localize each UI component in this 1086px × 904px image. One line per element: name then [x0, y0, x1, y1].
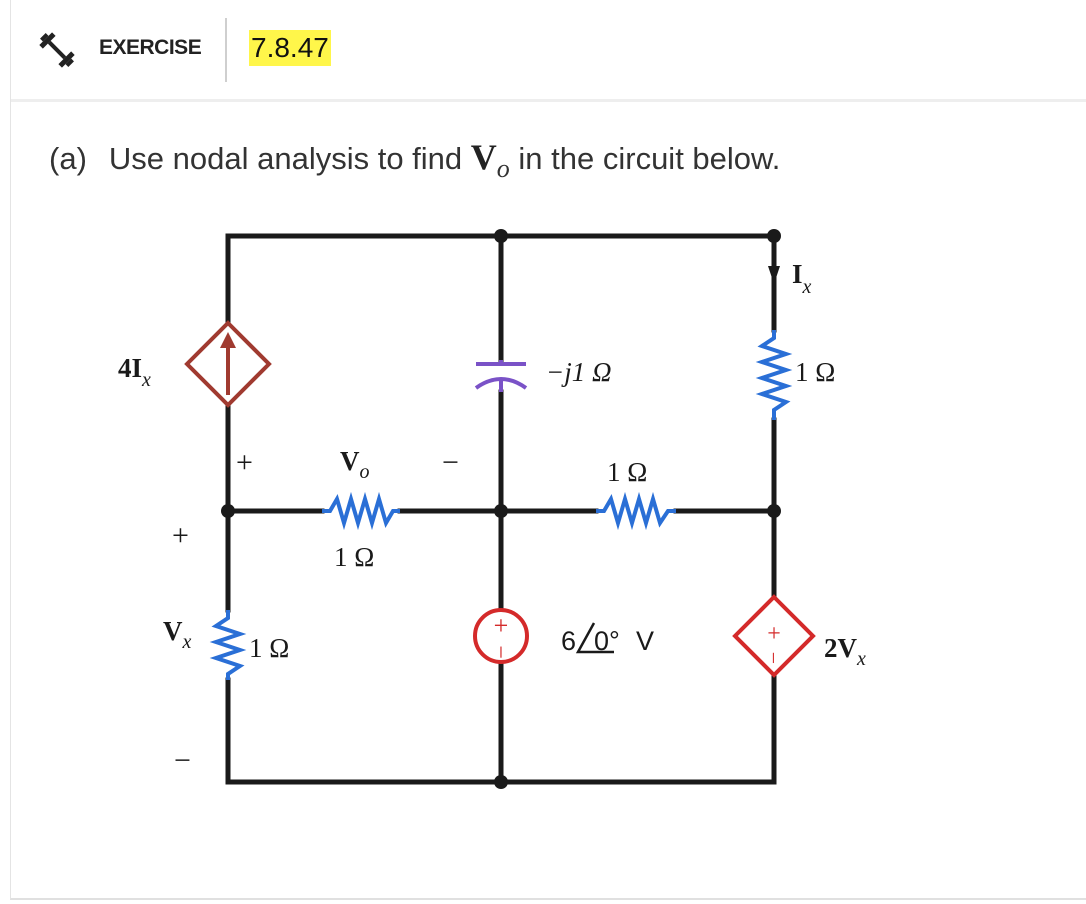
capacitor-plate-bottom	[474, 377, 528, 390]
resistor-left-bottom-label: 1 Ω	[249, 633, 289, 663]
exercise-card: EXERCISE 7.8.47 (a) Use nodal analysis to…	[10, 0, 1086, 900]
question-text: (a) Use nodal analysis to find Vo in the …	[49, 136, 781, 183]
vo-label: Vo	[340, 446, 370, 483]
vo-plus: +	[236, 446, 253, 479]
node	[494, 229, 508, 243]
question-text-after: in the circuit below.	[518, 141, 781, 176]
resistor-left-bottom	[209, 610, 247, 680]
question-variable-sub: o	[496, 154, 510, 183]
vx-minus: −	[174, 744, 191, 777]
voltage-source-circle	[473, 608, 529, 664]
question-text-before: Use nodal analysis to find	[108, 141, 463, 176]
capacitor-label: −j1 Ω	[546, 357, 612, 387]
voltage-source-minus: −	[487, 645, 513, 659]
question-part: (a)	[49, 141, 87, 176]
resistor-middle-right	[596, 491, 676, 531]
resistor-middle-left	[322, 491, 400, 531]
dep-current-source-label: 4Ix	[118, 353, 151, 391]
header-divider	[225, 18, 227, 82]
dependent-voltage-source-diamond	[732, 594, 816, 678]
arrowhead-icon	[220, 332, 236, 348]
voltage-source-plus: +	[494, 611, 509, 640]
exercise-header: EXERCISE 7.8.47	[11, 0, 1086, 102]
angle-symbol-icon	[575, 622, 614, 654]
resistor-right-top-label: 1 Ω	[795, 357, 835, 387]
dependent-current-source	[184, 320, 272, 408]
dep-voltage-source-plus: +	[767, 621, 781, 647]
circuit-nodes	[221, 229, 781, 789]
resistor-middle-right-label: 1 Ω	[607, 457, 647, 487]
voltage-source-unit: V	[636, 626, 654, 656]
voltage-source-magnitude: 6	[561, 626, 576, 656]
node	[494, 775, 508, 789]
node	[221, 504, 235, 518]
voltage-source-angle: 0°	[594, 626, 620, 656]
vx-label: Vx	[163, 616, 192, 653]
vo-minus: −	[442, 446, 459, 479]
node	[494, 504, 508, 518]
current-arrow-icon	[768, 266, 780, 284]
voltage-source: + −	[473, 608, 529, 664]
dep-voltage-source-minus: −	[761, 652, 786, 664]
dep-voltage-source-label: 2Vx	[824, 633, 866, 670]
capacitor	[474, 360, 528, 392]
dependent-voltage-source: + −	[732, 594, 816, 678]
exercise-label: EXERCISE	[99, 36, 202, 59]
resistor-right-top	[755, 330, 793, 420]
node	[767, 504, 781, 518]
dumbbell-icon	[39, 32, 75, 68]
vx-plus: +	[172, 519, 189, 552]
resistor-middle-left-label: 1 Ω	[334, 542, 374, 572]
exercise-number: 7.8.47	[249, 30, 331, 66]
question-variable: V	[470, 137, 497, 177]
node	[767, 229, 781, 243]
current-ix-label: Ix	[792, 259, 812, 298]
